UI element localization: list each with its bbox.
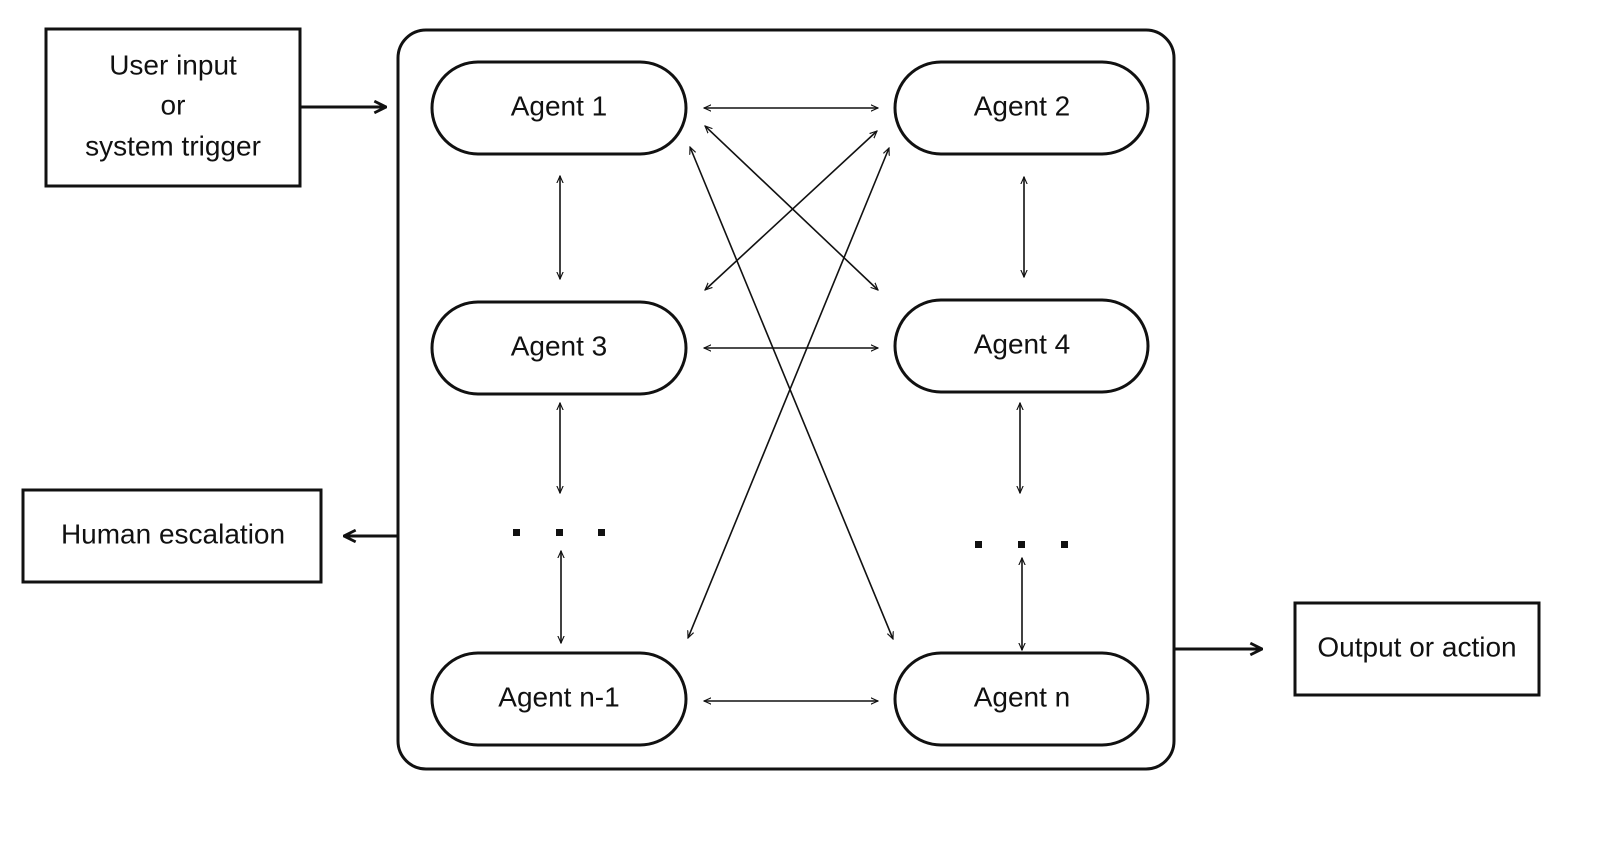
- agent-4-label: Agent 4: [974, 328, 1071, 359]
- human-escalation-label: Human escalation: [61, 518, 285, 549]
- trigger-label-line2: or: [161, 89, 186, 120]
- left-ellipsis: [513, 529, 605, 536]
- agent-3-label: Agent 3: [511, 330, 608, 361]
- trigger-label-line1: User input: [109, 49, 237, 80]
- agent-1-label: Agent 1: [511, 90, 608, 121]
- agent-node-1: Agent 1: [430, 60, 688, 156]
- agent-system-container: [396, 28, 1176, 771]
- agent-node-2: Agent 2: [893, 60, 1150, 156]
- agent-node-4: Agent 4: [893, 298, 1150, 394]
- trigger-label-line3: system trigger: [85, 130, 261, 161]
- agent-2-label: Agent 2: [974, 90, 1071, 121]
- agent-node-n: Agent n: [893, 651, 1150, 747]
- output-label: Output or action: [1317, 631, 1516, 662]
- agent-node-n-minus-1: Agent n-1: [430, 651, 688, 747]
- link-agent2-agentn1: [688, 148, 889, 638]
- trigger-box: User input or system trigger: [44, 27, 302, 188]
- output-box: Output or action: [1293, 601, 1541, 697]
- agent-n-minus-1-label: Agent n-1: [498, 681, 619, 712]
- agent-connections: [560, 108, 1024, 701]
- human-escalation-box: Human escalation: [21, 488, 323, 584]
- right-ellipsis: [975, 541, 1068, 548]
- link-agent2-agent3: [705, 131, 877, 290]
- agent-n-label: Agent n: [974, 681, 1071, 712]
- link-agent1-agentn: [690, 147, 893, 639]
- agent-node-3: Agent 3: [430, 300, 688, 396]
